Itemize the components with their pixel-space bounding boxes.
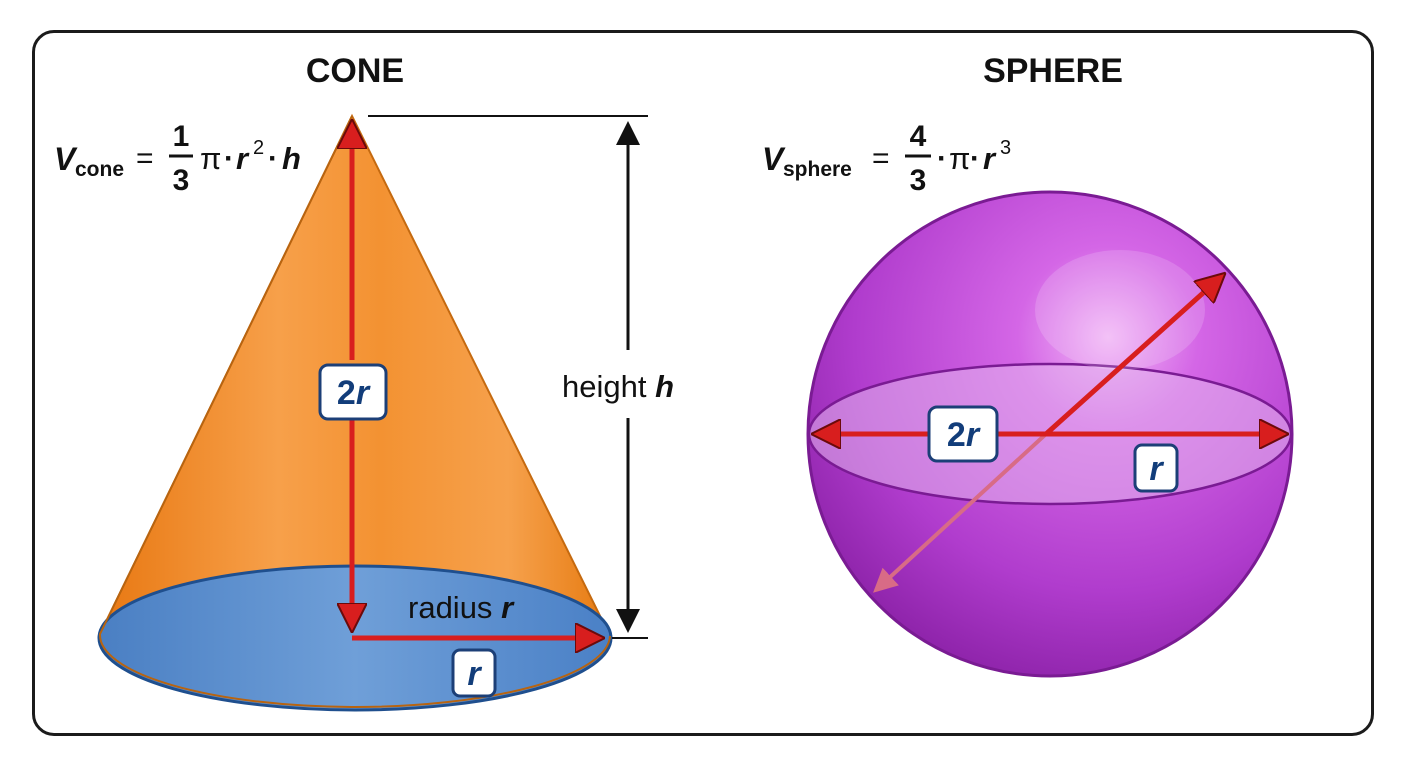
svg-text:3: 3 [1000, 137, 1011, 159]
svg-text:2: 2 [253, 137, 264, 159]
radius-text: radius r [408, 590, 515, 625]
svg-text:sphere: sphere [783, 158, 852, 181]
svg-text:V: V [762, 141, 786, 177]
svg-text:π: π [949, 141, 970, 176]
svg-text:4: 4 [910, 120, 927, 153]
sphere-radius-label: r [1133, 443, 1179, 493]
svg-text:·: · [970, 142, 980, 175]
svg-text:V: V [54, 141, 78, 177]
svg-text:=: = [136, 142, 154, 175]
svg-text:r: r [1149, 450, 1164, 488]
cone-formula: V cone = 1 3 π · r 2 · h [54, 120, 301, 197]
sphere-title: SPHERE [983, 52, 1123, 90]
sphere-formula: V sphere = 4 3 · π · r 3 [762, 120, 1011, 197]
svg-text:2r: 2r [947, 416, 981, 454]
svg-text:h: h [282, 141, 301, 176]
svg-text:3: 3 [910, 164, 927, 197]
svg-text:·: · [937, 142, 947, 175]
svg-text:1: 1 [173, 120, 190, 153]
cone-title: CONE [306, 52, 404, 90]
cone-radius-label: r [451, 648, 497, 698]
svg-text:π: π [200, 141, 221, 176]
svg-text:3: 3 [173, 164, 190, 197]
svg-text:·: · [224, 142, 234, 175]
svg-text:=: = [872, 142, 890, 175]
svg-text:2r: 2r [337, 374, 371, 412]
sphere-diameter-label: 2r [927, 405, 999, 463]
diagram-frame [32, 30, 1374, 736]
sphere-radius-arrow-back [873, 432, 1048, 593]
cone-diameter-label: 2r [318, 363, 388, 421]
svg-text:r: r [467, 655, 482, 693]
sphere-radius-arrow [1044, 276, 1222, 436]
svg-text:r: r [983, 141, 997, 176]
svg-text:cone: cone [75, 158, 124, 181]
svg-text:·: · [268, 142, 278, 175]
height-label: height h [562, 369, 674, 404]
svg-text:r: r [236, 141, 250, 176]
